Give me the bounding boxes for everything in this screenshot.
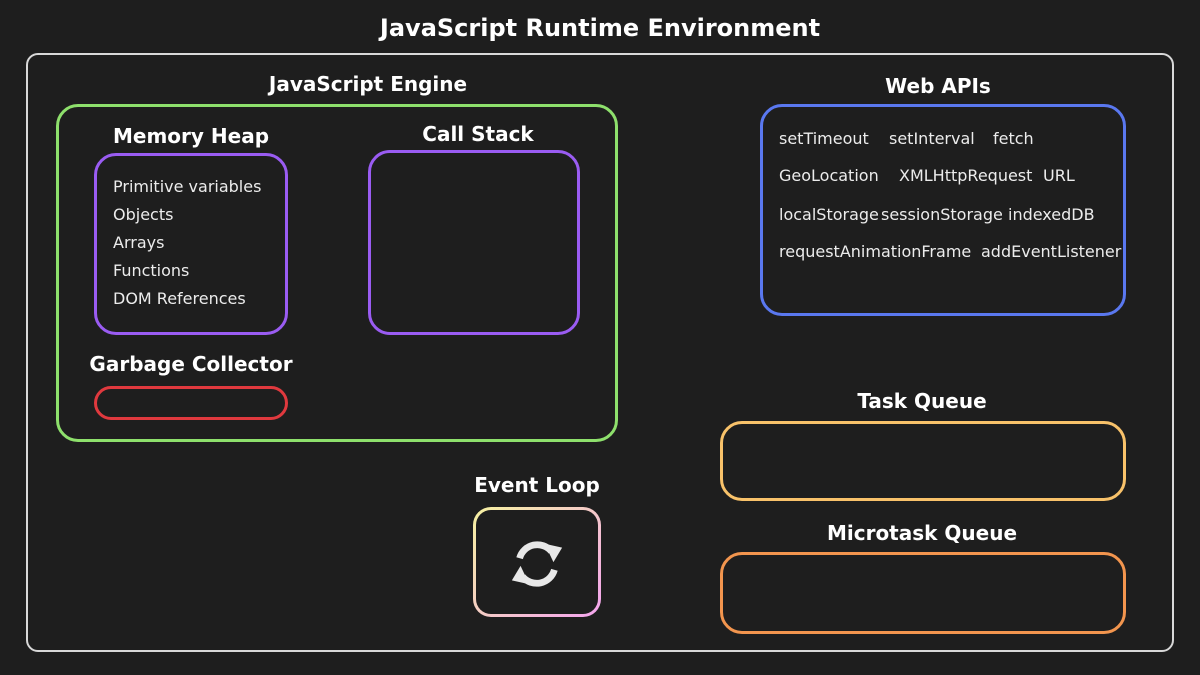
runtime-environment-box xyxy=(26,53,1174,652)
memory-heap-label: Memory Heap xyxy=(112,124,270,148)
web-api-item: addEventListener xyxy=(981,242,1122,261)
event-loop-label: Event Loop xyxy=(474,473,600,497)
web-apis-box xyxy=(760,104,1126,316)
task-queue-label: Task Queue xyxy=(857,389,987,413)
event-loop-inner xyxy=(476,510,598,614)
task-queue-box xyxy=(720,421,1126,501)
memory-heap-item: Primitive variables xyxy=(113,177,262,196)
call-stack-box xyxy=(368,150,580,335)
web-api-item: setInterval xyxy=(889,129,975,148)
web-api-item: sessionStorage xyxy=(881,205,1003,224)
garbage-collector-label: Garbage Collector xyxy=(89,352,293,376)
memory-heap-item: Functions xyxy=(113,261,190,280)
memory-heap-box xyxy=(94,153,288,335)
event-loop-box xyxy=(473,507,601,617)
web-api-item: indexedDB xyxy=(1008,205,1095,224)
page-title: JavaScript Runtime Environment xyxy=(379,14,821,42)
web-api-item: URL xyxy=(1043,166,1075,185)
memory-heap-item: Arrays xyxy=(113,233,165,252)
javascript-engine-box xyxy=(56,104,618,442)
call-stack-label: Call Stack xyxy=(422,122,534,146)
web-api-item: XMLHttpRequest xyxy=(899,166,1033,185)
memory-heap-item: DOM References xyxy=(113,289,246,308)
web-api-item: fetch xyxy=(993,129,1034,148)
garbage-collector-box xyxy=(94,386,288,420)
web-api-item: localStorage xyxy=(779,205,879,224)
web-api-item: GeoLocation xyxy=(779,166,879,185)
web-apis-label: Web APIs xyxy=(885,74,991,98)
memory-heap-item: Objects xyxy=(113,205,174,224)
javascript-engine-label: JavaScript Engine xyxy=(268,72,468,96)
microtask-queue-box xyxy=(720,552,1126,634)
web-api-item: setTimeout xyxy=(779,129,869,148)
refresh-cycle-icon xyxy=(511,541,563,587)
web-api-item: requestAnimationFrame xyxy=(779,242,972,261)
microtask-queue-label: Microtask Queue xyxy=(826,521,1018,545)
